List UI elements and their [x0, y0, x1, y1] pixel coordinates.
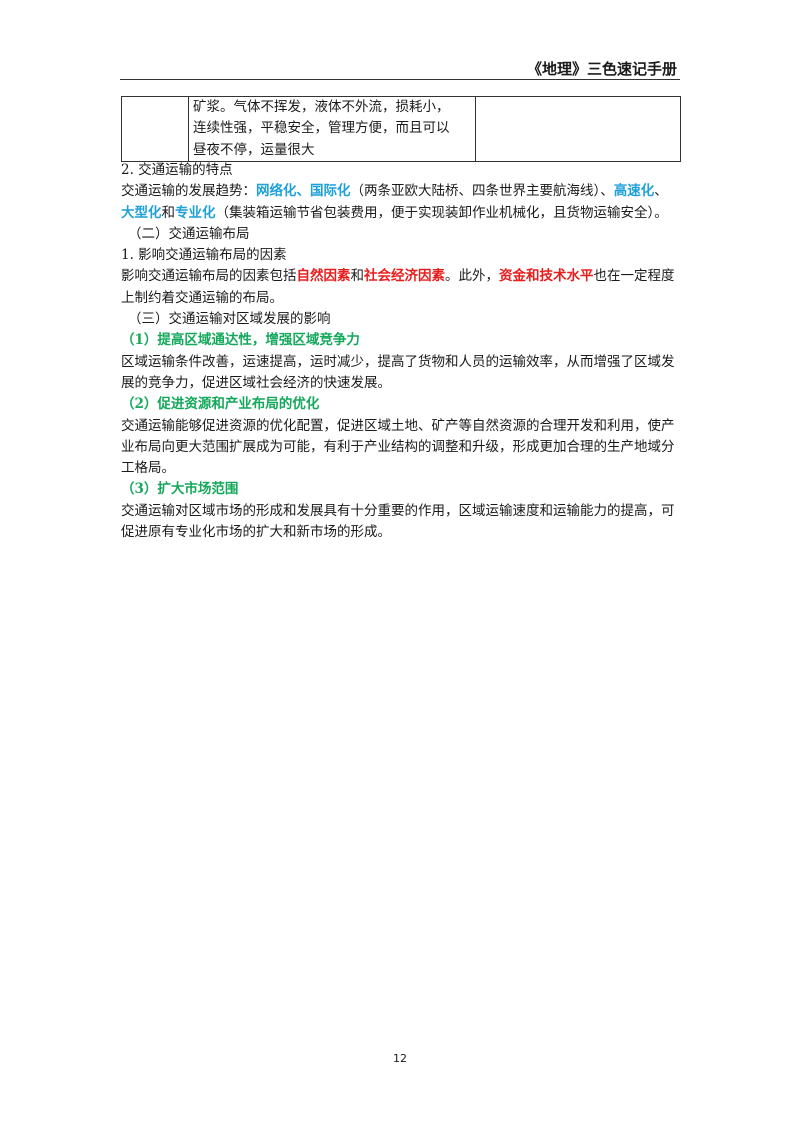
- trend-note-1: （两条亚欧大陆桥、四条世界主要航海线）: [350, 183, 601, 200]
- section-heading: （三）交通运输对区域发展的影响: [128, 311, 331, 328]
- impact-title: （3）扩大市场范围: [121, 481, 239, 498]
- impact-text: 区域运输条件改善，运速提高，运时减少，提高了货物和人员的运输效率，从而增强了区域…: [121, 353, 675, 391]
- paragraph-trends: 交通运输的发展趋势：网络化、国际化（两条亚欧大陆桥、四条世界主要航海线）、高速化…: [121, 181, 681, 224]
- trend-note-2: （集装箱运输节省包装费用，便于实现装卸作业机械化，且货物运输安全）。: [215, 204, 668, 221]
- factors-and: 和: [350, 268, 365, 285]
- trend-sep: 、: [654, 183, 668, 200]
- table-cell-empty: [121, 96, 189, 162]
- factors-suffix: 也在一定程度上制约着交通运输的布局。: [121, 268, 675, 306]
- continued-table: 矿浆。气体不挥发，液体不外流，损耗小， 连续性强，平稳安全，管理方便，而且可以 …: [121, 96, 681, 162]
- factors-mid: 。此外，: [445, 268, 499, 285]
- trend-largescale: 大型化: [121, 204, 162, 221]
- trend-network: 网络化: [256, 183, 297, 200]
- table-line: 连续性强，平稳安全，管理方便，而且可以: [193, 120, 450, 137]
- header-divider: [120, 79, 680, 80]
- trend-and: 和: [161, 204, 176, 221]
- page-number: 12: [393, 1052, 407, 1065]
- table-cell-empty: [475, 96, 681, 162]
- factor-capital-tech: 资金和技术水平: [499, 268, 594, 285]
- impact-text: 交通运输对区域市场的形成和发展具有十分重要的作用，区域运输速度和运输能力的提高，…: [121, 502, 675, 541]
- factors-prefix: 影响交通运输布局的因素包括: [121, 268, 297, 285]
- trend-sep: 、: [600, 183, 614, 200]
- paragraph-factors: 影响交通运输布局的因素包括自然因素和社会经济因素。此外，资金和技术水平也在一定程…: [121, 266, 681, 309]
- trend-specialized: 专业化: [175, 204, 216, 221]
- section-heading: 2. 交通运输的特点: [121, 162, 233, 178]
- factor-socioeconomic: 社会经济因素: [364, 268, 445, 285]
- factor-natural: 自然因素: [296, 268, 351, 285]
- trend-highspeed: 高速化: [613, 183, 655, 200]
- impact-title: （2）促进资源和产业布局的优化: [121, 396, 320, 413]
- trend-prefix: 交通运输的发展趋势：: [121, 183, 256, 200]
- impact-text: 交通运输能够促进资源的优化配置，促进区域土地、矿产等自然资源的合理开发和利用，使…: [121, 417, 675, 477]
- table-line: 矿浆。气体不挥发，液体不外流，损耗小，: [193, 99, 450, 115]
- table-line: 昼夜不停，运量很大: [193, 141, 315, 158]
- table-cell-text: 矿浆。气体不挥发，液体不外流，损耗小， 连续性强，平稳安全，管理方便，而且可以 …: [188, 96, 476, 162]
- trend-international: 国际化: [310, 183, 351, 200]
- header-title: 《地理》三色速记手册: [526, 60, 677, 78]
- trend-sep: 、: [296, 183, 311, 200]
- main-body: 2. 交通运输的特点 交通运输的发展趋势：网络化、国际化（两条亚欧大陆桥、四条世…: [121, 160, 681, 543]
- section-heading: （二）交通运输布局: [128, 225, 250, 242]
- table-row: 矿浆。气体不挥发，液体不外流，损耗小， 连续性强，平稳安全，管理方便，而且可以 …: [121, 96, 681, 162]
- sub-heading: 1. 影响交通运输布局的因素: [121, 247, 287, 264]
- impact-title: （1）提高区域通达性，增强区域竞争力: [121, 332, 360, 349]
